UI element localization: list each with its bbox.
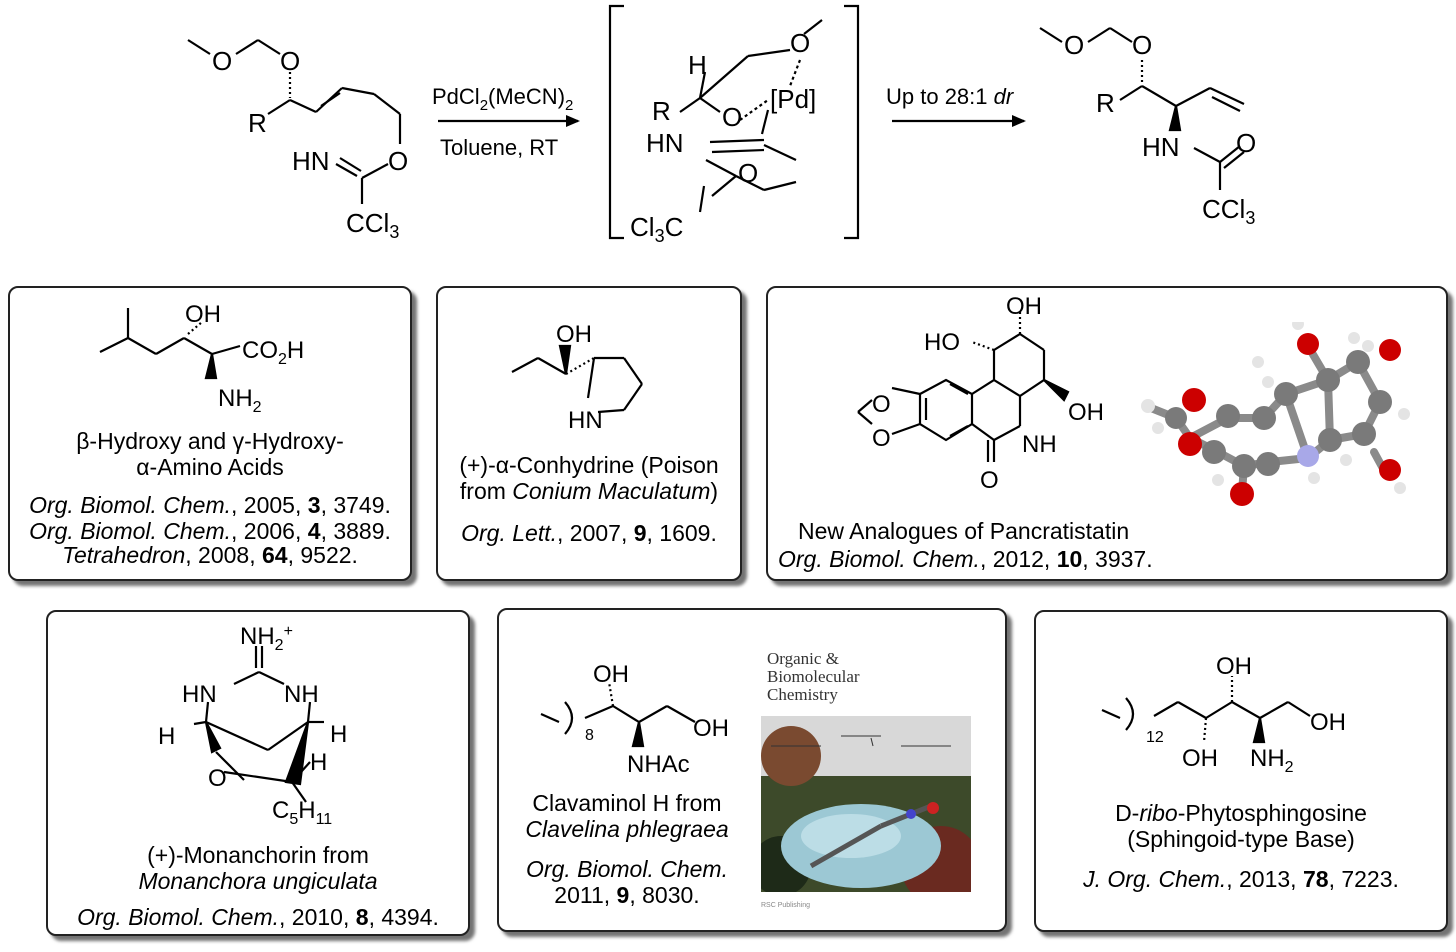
journal-cover-image [761, 716, 971, 892]
atom-label: H [330, 721, 347, 748]
atom-label: OH [556, 321, 592, 348]
atom-label: O [722, 102, 742, 132]
atom-label: O [1236, 128, 1256, 158]
reagent-label: PdCl2(MeCN)2 [432, 84, 573, 114]
atom-label: OH [185, 301, 221, 328]
atom-label: HN [646, 128, 684, 158]
atom-label: 12 [1146, 729, 1164, 746]
atom-label: NH2 [218, 385, 262, 416]
panel-title: (Sphingoid-type Base) [1127, 826, 1355, 852]
reference: Tetrahedron, 2008, 64, 9522. [62, 542, 358, 568]
monanchorin-structure: NH2+ HN NH H H H O C5H11 [158, 623, 347, 828]
amino-acid-structure: OH CO2H NH2 [99, 301, 304, 416]
reference: Org. Biomol. Chem., 2012, 10, 3937. [778, 546, 1153, 572]
panel-title: β-Hydroxy and γ-Hydroxy- [76, 428, 344, 454]
atom-label: OH [1216, 653, 1252, 680]
atom-label: R [1096, 88, 1115, 118]
journal-cover-title: Organic & Biomolecular Chemistry [767, 649, 860, 704]
panel-title: Monanchora ungiculata [138, 868, 378, 894]
atom-label: O [212, 46, 232, 76]
atom-label: NH [284, 681, 319, 708]
atom-label: O [1132, 30, 1152, 60]
atom-label: HN [568, 407, 603, 434]
atom-label: NH [1022, 431, 1057, 458]
pancratistatin-structure: OH HO OH NH O O O [857, 293, 1104, 494]
transition-state: H O [Pd] R O HN O Cl3C [608, 4, 860, 246]
atom-label: HN [182, 681, 217, 708]
panel-title: (+)-Monanchorin from [147, 842, 369, 868]
phytosphingosine-structure: 12 OH OH OH NH2 [1101, 653, 1346, 776]
reference: Org. Biomol. Chem. [526, 856, 728, 882]
panel-title: Clavelina phlegraea [525, 816, 729, 842]
pancratistatin-3d-model [1141, 322, 1410, 506]
product-structure: O O R HN O CCl3 [1039, 27, 1256, 228]
reference: Org. Lett., 2007, 9, 1609. [461, 520, 717, 546]
panel-phytosphingosine: 12 OH OH OH NH2 D-ribo-Phytosphingosine … [1034, 610, 1448, 932]
dr-label: Up to 28:1 dr [886, 84, 1015, 109]
atom-label: HO [924, 329, 960, 356]
atom-label: C5H11 [272, 797, 332, 828]
atom-label: OH [693, 715, 729, 742]
atom-label: R [248, 108, 267, 138]
atom-label: 8 [585, 727, 594, 744]
atom-label: OH [593, 661, 629, 688]
panel-conhydrine: OH HN (+)-α-Conhydrine (Poison from Coni… [436, 286, 742, 581]
atom-label: O [980, 467, 999, 494]
atom-label: O [872, 391, 891, 418]
atom-label: OH [1068, 399, 1104, 426]
atom-label: HN [292, 146, 330, 176]
panel-clavaminol: OH 8 OH NHAc Clavaminol H from Clavelina… [497, 608, 1007, 932]
atom-label: [Pd] [770, 84, 816, 114]
atom-label: R [652, 96, 671, 126]
reference: Org. Biomol. Chem., 2010, 8, 4394. [77, 904, 439, 930]
atom-label: H [310, 749, 327, 776]
atom-label: NH2+ [240, 623, 293, 654]
atom-label: NH2 [1250, 745, 1294, 776]
conhydrine-structure: OH HN [511, 321, 643, 434]
journal-cover: Organic & Biomolecular Chemistry [749, 640, 985, 920]
panel-title: from Conium Maculatum) [459, 478, 719, 504]
panel-title: New Analogues of Pancratistatin [798, 518, 1130, 544]
reaction-scheme: O O R O HN CCl3 PdCl2(MeCN)2 Toluene, RT… [187, 4, 1256, 246]
atom-label: OH [1182, 745, 1218, 772]
journal-cover-publisher: RSC Publishing [761, 902, 811, 909]
atom-label: CCl3 [1202, 194, 1255, 228]
panel-amino-acids: OH CO2H NH2 β-Hydroxy and γ-Hydroxy- α-A… [8, 286, 412, 581]
atom-label: H [688, 50, 707, 80]
atom-label: O [280, 46, 300, 76]
atom-label: NHAc [627, 751, 690, 778]
atom-label: O [790, 28, 810, 58]
atom-label: O [388, 146, 408, 176]
atom-label: O [872, 425, 891, 452]
atom-label: O [208, 765, 227, 792]
atom-label: HN [1142, 132, 1180, 162]
panel-title: α-Amino Acids [136, 454, 284, 480]
reference: 2011, 9, 8030. [554, 882, 700, 908]
reference: J. Org. Chem., 2013, 78, 7223. [1083, 866, 1399, 892]
clavaminol-structure: OH 8 OH NHAc [540, 661, 729, 778]
reference: Org. Biomol. Chem., 2006, 4, 3889. [29, 518, 391, 544]
panel-monanchorin: NH2+ HN NH H H H O C5H11 (+)-Monanchorin… [46, 610, 470, 936]
panel-pancratistatin: OH HO OH NH O O O [766, 286, 1448, 581]
atom-label: CO2H [242, 337, 304, 368]
atom-label: H [158, 723, 175, 750]
panel-title: Clavaminol H from [532, 790, 722, 816]
atom-label: O [1064, 30, 1084, 60]
solvent-label: Toluene, RT [440, 135, 558, 160]
atom-label: CCl3 [346, 208, 399, 242]
atom-label: O [738, 158, 758, 188]
panel-title: (+)-α-Conhydrine (Poison [459, 452, 719, 478]
atom-label: OH [1310, 709, 1346, 736]
atom-label: Cl3C [630, 212, 683, 246]
substrate-structure: O O R O HN CCl3 [187, 39, 408, 242]
reference: Org. Biomol. Chem., 2005, 3, 3749. [29, 492, 391, 518]
panel-title: D-ribo-Phytosphingosine [1115, 800, 1367, 826]
atom-label: OH [1006, 293, 1042, 320]
